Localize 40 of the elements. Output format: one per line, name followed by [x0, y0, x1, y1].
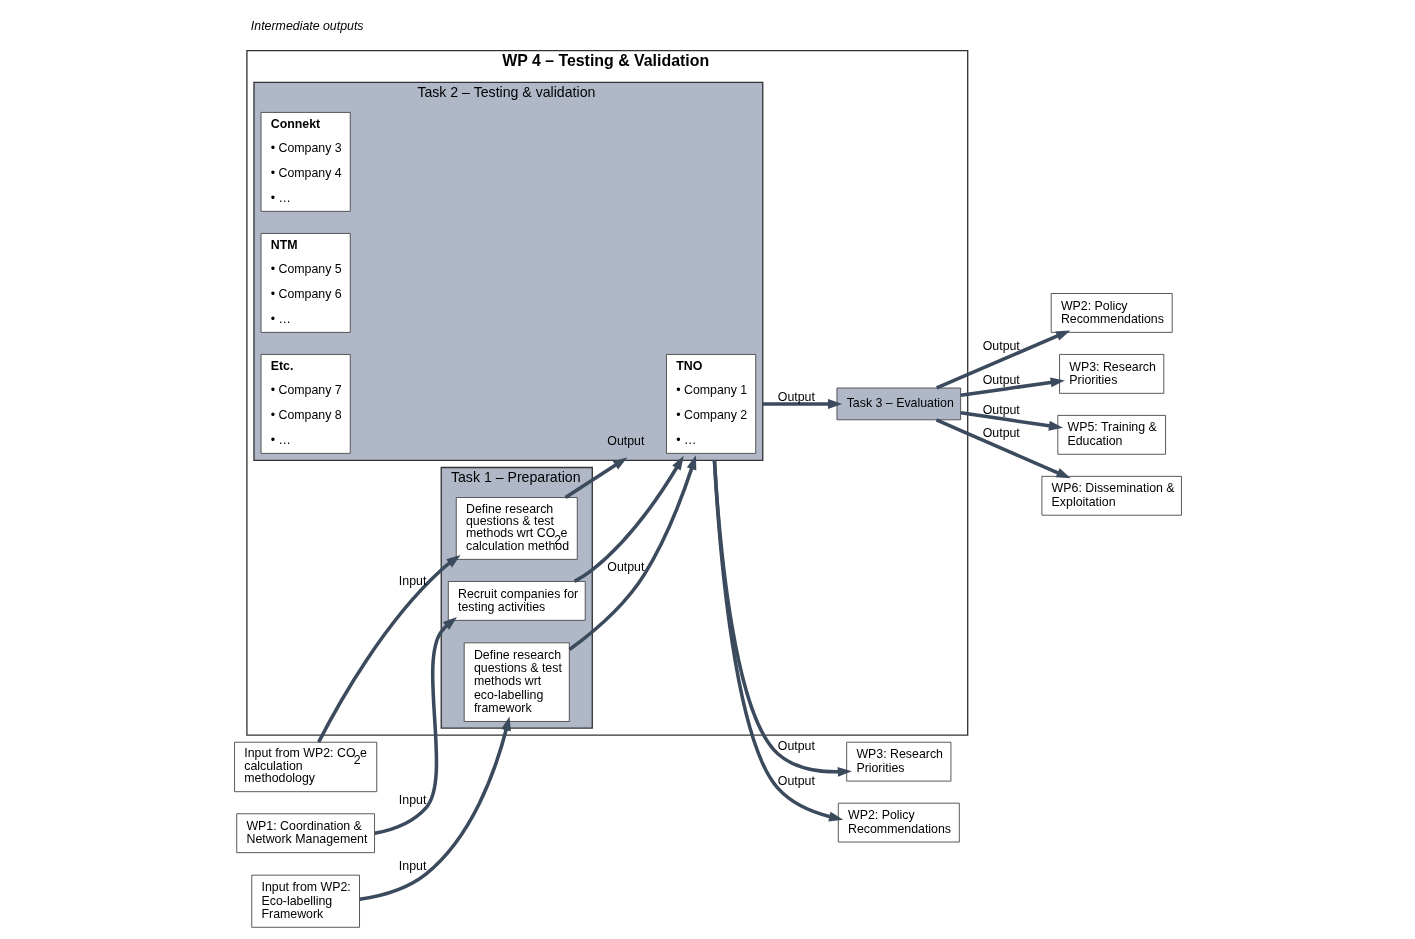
- node-box: WP5: Training & Education: [1056, 414, 1166, 455]
- node-box: Recruit companies for testing activities: [447, 581, 586, 621]
- edge-label: Output: [982, 402, 1020, 417]
- node-box: WP1: Coordination & Network Management: [235, 813, 375, 854]
- node-box: Connekt • Company 3 • Company 4 • …: [260, 111, 351, 212]
- node-box: WP6: Dissemination & Exploitation: [1040, 475, 1182, 516]
- arrow: [373, 616, 457, 835]
- edge-label: Input: [398, 574, 426, 589]
- node-box: Task 3 – Evaluation: [836, 387, 961, 421]
- arrow: [960, 411, 1063, 431]
- label: Intermediate outputs: [250, 19, 364, 33]
- edge-label: Output: [606, 560, 644, 575]
- edge-label: Input: [398, 793, 426, 808]
- arrow: [358, 716, 511, 901]
- edge-label: Output: [777, 739, 815, 754]
- arrow: [712, 460, 843, 822]
- arrow: [316, 555, 461, 743]
- node-box: WP2: Policy Recommendations: [837, 802, 960, 843]
- edge-label: Input: [398, 859, 426, 874]
- arrow: [762, 398, 842, 409]
- edge-label: Output: [982, 425, 1020, 440]
- edge-label: Output: [777, 389, 815, 404]
- edge-label: Output: [606, 433, 644, 448]
- edge-label: Output: [777, 773, 815, 788]
- node-box: Define research questions & test methods wrt eco-labelling framework: [463, 642, 570, 722]
- arrow: [935, 330, 1070, 390]
- node-box: TNO • Company 1 • Company 2 • …: [665, 354, 756, 454]
- node-box: Input from WP2: Eco-labelling Framework: [250, 874, 360, 928]
- arrow: [564, 457, 627, 499]
- arrow: [935, 418, 1071, 479]
- node-box: WP3: Research Priorities: [1058, 354, 1164, 394]
- arrow: [568, 455, 696, 651]
- node-box: Etc. • Company 7 • Company 8 • …: [260, 354, 351, 454]
- edge-label: Output: [982, 339, 1020, 354]
- arrow: [960, 377, 1065, 397]
- node-box: WP3: Research Priorities: [845, 741, 951, 782]
- edge-label: Output: [982, 372, 1020, 387]
- arrow: [712, 460, 852, 777]
- node-box: WP2: Policy Recommendations: [1050, 293, 1173, 333]
- node-box: NTM • Company 5 • Company 6 • …: [260, 233, 351, 333]
